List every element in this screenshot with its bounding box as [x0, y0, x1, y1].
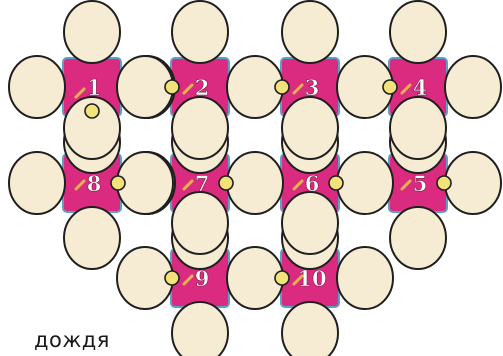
- small-bead: [164, 79, 180, 95]
- bead-circle: [8, 55, 66, 119]
- bead-circle: [171, 96, 229, 160]
- small-bead: [328, 175, 344, 191]
- needle-mark: [292, 274, 304, 286]
- small-bead: [436, 175, 452, 191]
- node-number-6: 6: [305, 171, 320, 196]
- node-number-10: 10: [297, 266, 326, 291]
- node-number-4: 4: [413, 75, 428, 100]
- bead-circle: [281, 301, 339, 356]
- needle-mark: [74, 179, 86, 191]
- bead-circle: [389, 0, 447, 64]
- node-number-2: 2: [195, 75, 210, 100]
- needle-mark: [182, 83, 194, 95]
- needle-mark: [292, 83, 304, 95]
- needle-mark: [74, 87, 86, 99]
- node-number-7: 7: [195, 171, 210, 196]
- bead-circle: [171, 191, 229, 255]
- needle-mark: [400, 179, 412, 191]
- node-number-9: 9: [195, 266, 210, 291]
- needle-mark: [182, 179, 194, 191]
- needle-mark: [182, 274, 194, 286]
- small-bead: [110, 175, 126, 191]
- small-bead: [274, 270, 290, 286]
- bead-circle: [444, 151, 502, 215]
- bead-circle: [226, 151, 284, 215]
- bead-circle: [281, 0, 339, 64]
- bead-circle: [63, 206, 121, 270]
- label-layer: 1 2 3 4 8 7 6 5 9 10: [74, 75, 452, 291]
- small-bead: [274, 79, 290, 95]
- bead-circle: [281, 96, 339, 160]
- bead-circle: [389, 206, 447, 270]
- bead-circle: [336, 246, 394, 310]
- needle-mark: [292, 179, 304, 191]
- node-number-1: 1: [87, 75, 102, 100]
- bead-circle: [444, 55, 502, 119]
- needle-mark: [400, 83, 412, 95]
- bead-circle: [63, 0, 121, 64]
- bead-circle: [281, 191, 339, 255]
- node-number-8: 8: [87, 171, 102, 196]
- bead-circle: [63, 96, 121, 160]
- small-bead: [164, 270, 180, 286]
- small-bead: [382, 79, 398, 95]
- small-bead: [84, 103, 100, 119]
- node-number-3: 3: [305, 75, 320, 100]
- bead-circle: [171, 0, 229, 64]
- node-number-5: 5: [413, 171, 428, 196]
- small-bead: [218, 175, 234, 191]
- bead-circle: [8, 151, 66, 215]
- bead-circle: [336, 151, 394, 215]
- bead-circle: [171, 301, 229, 356]
- bead-circle: [389, 96, 447, 160]
- caption-text: дождя: [34, 328, 110, 352]
